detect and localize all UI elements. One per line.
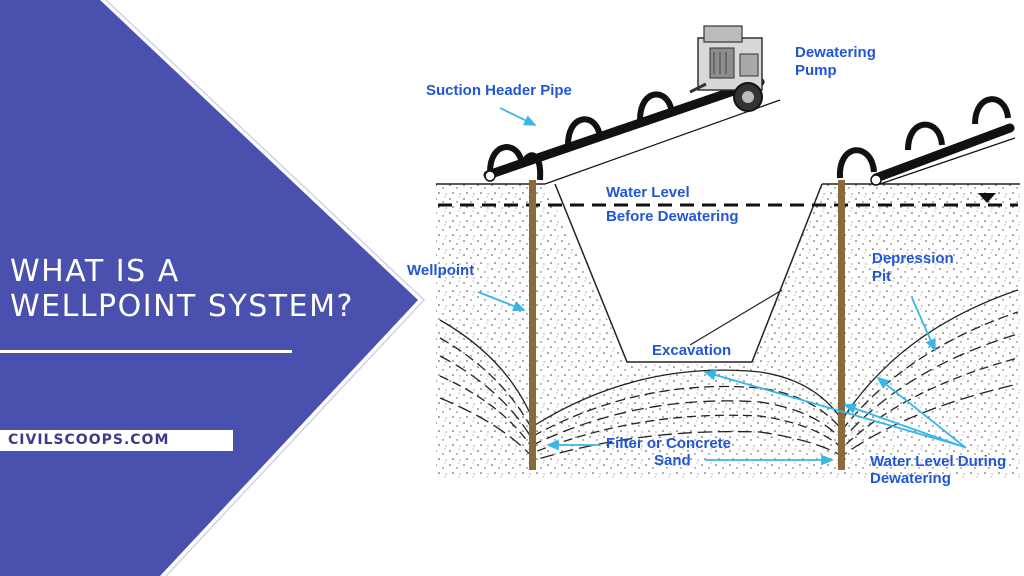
water-level-marker [978,193,996,203]
brand-badge: CIVILSCOOPS.COM [0,430,233,451]
excavation-pit [554,183,823,363]
suction-header-pipe-left [483,77,781,185]
label-depression-pit-line-2: Pit [872,268,892,285]
label-depression-pit-line-1: Depression [872,250,954,267]
wellpoint-rod-left [529,180,536,470]
drawdown-strata [439,289,1019,461]
dewatering-pump [689,25,763,112]
wellpoint-rod-right [838,180,845,470]
page-title-line-1: WHAT IS A [10,254,180,289]
excavation-slope-line [689,289,783,346]
label-dewatering-pump-line-1: Dewatering [795,44,876,61]
label-water-level-during-line-1: Water Level During [870,453,1007,470]
annotation-arrows [477,107,967,466]
label-dewatering-pump-line-2: Pump [795,62,837,79]
soil-body [436,184,1020,478]
label-water-level-during-line-2: Dewatering [870,470,951,487]
suction-header-pipe-right [836,96,1016,186]
title-divider [0,350,292,353]
label-excavation: Excavation [652,342,732,359]
label-water-level-before-line-2: Before Dewatering [606,208,739,225]
label-filter-sand-line-1: Filter or Concrete [606,435,732,452]
label-water-level-before-line-1: Water Level [606,184,690,201]
label-wellpoint: Wellpoint [407,262,475,279]
label-suction-header-pipe: Suction Header Pipe [426,82,572,99]
label-filter-sand-line-2: Sand [654,452,691,469]
brand-name: CIVILSCOOPS.COM [8,432,170,448]
page-title-line-2: WELLPOINT SYSTEM? [10,289,354,324]
banner-edge-line [105,0,426,576]
